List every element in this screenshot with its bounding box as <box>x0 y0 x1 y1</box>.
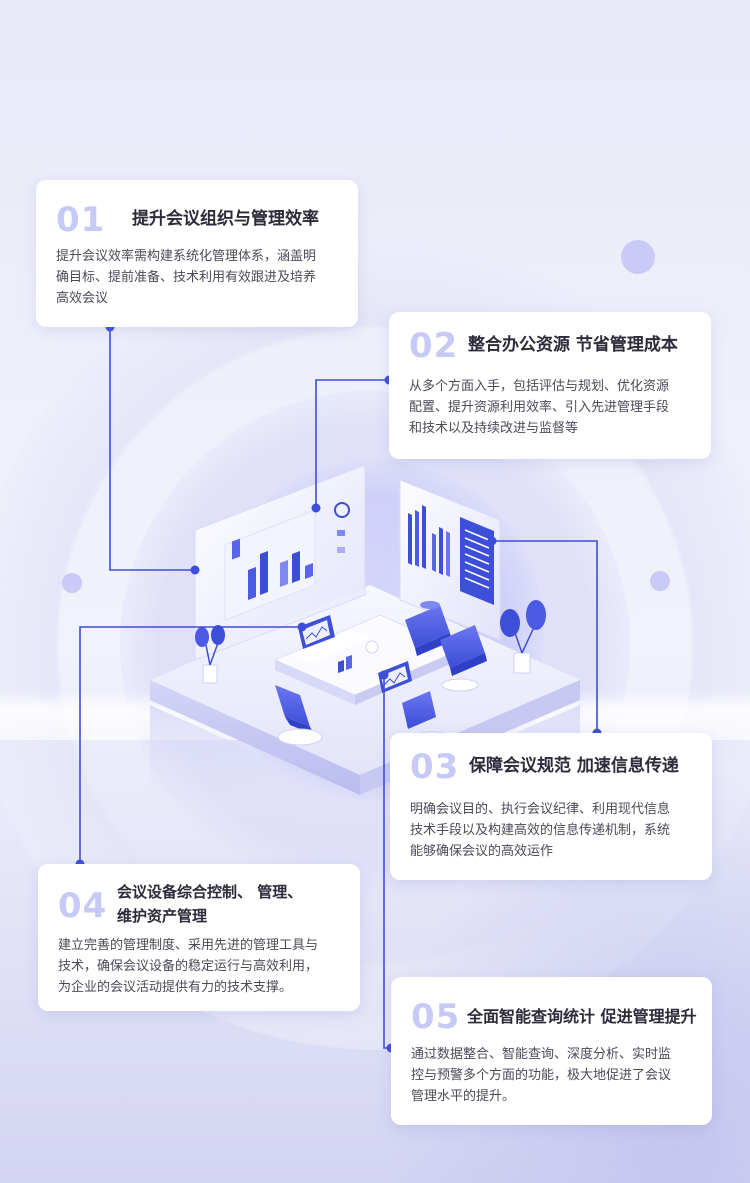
decor-dot-top <box>621 240 655 274</box>
card-desc-line: 配置、提升资源利用效率、引入先进管理手段 <box>409 400 670 415</box>
plant-left <box>195 625 225 684</box>
card-number: 02 <box>409 326 459 366</box>
card-desc-line: 控与预警多个方面的功能，极大地促进了会议 <box>411 1068 672 1083</box>
card-desc-line: 建立完善的管理制度、采用先进的管理工具与 <box>58 938 319 953</box>
decor-dot-left <box>62 573 82 593</box>
feature-card-03: 03 保障会议规范 加速信息传递 明确会议目的、执行会议纪律、利用现代信息 技术… <box>390 733 712 880</box>
plant-right <box>500 600 546 674</box>
connector-04 <box>79 626 302 864</box>
wall-screen-right <box>399 479 501 641</box>
connector-dot <box>379 670 389 680</box>
card-title-line: 会议设备综合控制、 管理、 <box>117 883 303 901</box>
card-title: 全面智能查询统计 促进管理提升 <box>467 1007 697 1026</box>
card-desc-line: 技术手段以及构建高效的信息传递机制，系统 <box>410 823 671 838</box>
card-description: 建立完善的管理制度、采用先进的管理工具与 技术，确保会议设备的稳定运行与高效利用… <box>58 935 353 998</box>
card-number: 04 <box>58 886 108 926</box>
feature-card-05: 05 全面智能查询统计 促进管理提升 通过数据整合、智能查询、深度分析、实时监 … <box>391 977 712 1125</box>
wall-screen-left <box>194 464 366 661</box>
card-desc-line: 管理水平的提升。 <box>411 1089 516 1104</box>
card-title: 保障会议规范 加速信息传递 <box>469 756 679 776</box>
connector-dot <box>297 622 307 632</box>
decor-dot-right <box>650 571 670 591</box>
card-desc-line: 从多个方面入手，包括评估与规划、优化资源 <box>409 379 670 394</box>
card-number: 01 <box>56 200 106 240</box>
card-number: 05 <box>411 997 461 1037</box>
card-desc-line: 和技术以及持续改进与监督等 <box>409 421 579 436</box>
card-desc-line: 通过数据整合、智能查询、深度分析、实时监 <box>411 1047 672 1062</box>
feature-card-02: 02 整合办公资源 节省管理成本 从多个方面入手，包括评估与规划、优化资源 配置… <box>389 312 711 459</box>
connector-01 <box>109 327 195 571</box>
card-title: 会议设备综合控制、 管理、 维护资产管理 <box>117 880 302 928</box>
card-desc-line: 高效会议 <box>56 291 109 306</box>
connector-dot <box>487 536 497 546</box>
feature-card-04: 04 会议设备综合控制、 管理、 维护资产管理 建立完善的管理制度、采用先进的管… <box>38 864 360 1011</box>
card-description: 从多个方面入手，包括评估与规划、优化资源 配置、提升资源利用效率、引入先进管理手… <box>409 376 704 439</box>
card-desc-line: 提升会议效率需构建系统化管理体系，涵盖明 <box>56 249 317 264</box>
card-description: 明确会议目的、执行会议纪律、利用现代信息 技术手段以及构建高效的信息传递机制，系… <box>410 799 705 862</box>
connector-dot <box>311 503 321 513</box>
card-title: 提升会议组织与管理效率 <box>132 209 319 229</box>
card-description: 提升会议效率需构建系统化管理体系，涵盖明 确目标、提前准备、技术利用有效跟进及培… <box>56 246 346 309</box>
card-desc-line: 能够确保会议的高效运作 <box>410 844 554 859</box>
feature-card-01: 01 提升会议组织与管理效率 提升会议效率需构建系统化管理体系，涵盖明 确目标、… <box>36 180 358 327</box>
connector-02 <box>315 379 389 508</box>
card-desc-line: 为企业的会议活动提供有力的技术支撑。 <box>58 980 293 995</box>
card-title-line: 维护资产管理 <box>117 907 208 925</box>
card-number: 03 <box>410 747 460 787</box>
chairs <box>275 601 487 747</box>
card-title: 整合办公资源 节省管理成本 <box>468 335 678 355</box>
connector-03 <box>492 540 598 733</box>
card-desc-line: 确目标、提前准备、技术利用有效跟进及培养 <box>56 270 317 285</box>
connector-dot <box>190 565 200 575</box>
card-description: 通过数据整合、智能查询、深度分析、实时监 控与预警多个方面的功能，极大地促进了会… <box>411 1044 706 1107</box>
card-desc-line: 技术，确保会议设备的稳定运行与高效利用， <box>58 959 319 974</box>
card-desc-line: 明确会议目的、执行会议纪律、利用现代信息 <box>410 802 671 817</box>
